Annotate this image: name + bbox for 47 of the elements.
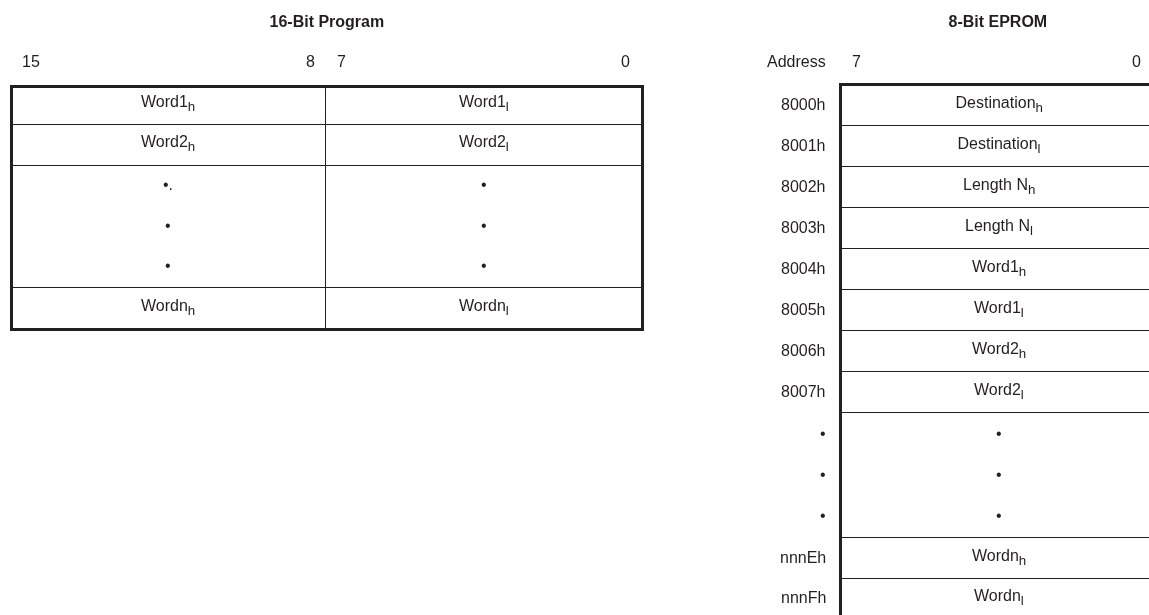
address-label: 8006h: [781, 341, 826, 361]
word-label: Length N$_{l}$: [965, 215, 1033, 240]
bit-number: 0: [1132, 52, 1141, 72]
address-label: 8001h: [781, 136, 826, 156]
address-label: nnnFh: [781, 588, 827, 608]
word-label: Word1$_{l}$: [974, 297, 1024, 322]
word-label: Word2$_{l}$: [459, 131, 509, 156]
ellipsis-dot: •: [820, 506, 826, 526]
ellipsis-dot: •.: [163, 175, 174, 195]
ellipsis-dot: •: [996, 424, 1002, 444]
ellipsis-dot: •: [996, 506, 1002, 526]
ellipsis-dot: •: [481, 216, 487, 236]
address-label: 8005h: [781, 300, 826, 320]
address-label: 8002h: [781, 177, 826, 197]
ellipsis-dot: •: [820, 465, 826, 485]
table-title: 8-Bit EPROM: [948, 12, 1048, 32]
word-label: Wordn$_{h}$: [972, 545, 1027, 570]
address-label: nnnEh: [780, 548, 827, 568]
address-label: 8003h: [781, 218, 826, 238]
bit-number: 7: [852, 52, 861, 72]
word-label: Word1$_{l}$: [459, 91, 509, 116]
address-label: 8007h: [781, 382, 826, 402]
address-label: 8004h: [781, 259, 826, 279]
bit-number: 7: [337, 52, 346, 72]
column-heading: Address: [767, 52, 826, 72]
ellipsis-dot: •: [481, 256, 487, 276]
ellipsis-dot: •: [165, 216, 171, 236]
ellipsis-dot: •: [996, 465, 1002, 485]
address-label: 8000h: [781, 95, 826, 115]
word-label: Word2$_{h}$: [972, 338, 1027, 363]
ellipsis-dot: •: [165, 256, 171, 276]
bit-number: 15: [22, 52, 40, 72]
word-label: Length N$_{h}$: [963, 174, 1036, 199]
bit-number: 8: [306, 52, 315, 72]
word-label: Wordn$_{l}$: [974, 585, 1024, 610]
word-label: Word2$_{l}$: [974, 379, 1024, 404]
bit-number: 0: [621, 52, 630, 72]
word-label: Wordn$_{h}$: [141, 295, 196, 320]
word-label: Destination$_{l}$: [957, 133, 1041, 158]
word-label: Word2$_{h}$: [141, 131, 196, 156]
ellipsis-dot: •: [481, 175, 487, 195]
table-title: 16-Bit Program: [269, 12, 385, 32]
ellipsis-dot: •: [820, 424, 826, 444]
word-label: Destination$_{h}$: [955, 92, 1043, 117]
word-label: Word1$_{h}$: [972, 256, 1027, 281]
word-label: Wordn$_{l}$: [459, 295, 509, 320]
word-label: Word1$_{h}$: [141, 91, 196, 116]
